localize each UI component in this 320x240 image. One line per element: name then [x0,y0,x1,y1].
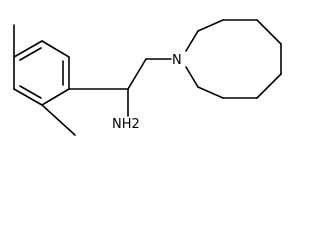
azocane-ring [185,19,282,99]
ring-bond-6-inner [19,47,42,61]
azocane-bond-2 [197,19,224,32]
azocane-bond-9 [185,66,199,88]
azocane-bond-1 [185,30,199,52]
ring-bond-1 [41,40,70,58]
azocane-bond-4 [256,19,282,45]
methyl-bond-bottom [41,104,76,136]
azocane-bond-8 [197,86,224,99]
ch-to-ch2-bond [127,58,147,90]
ring-bond-3 [41,88,70,106]
azocane-bond-6 [256,73,282,99]
ring-bond-4 [13,88,43,106]
ring-bond-4-inner [19,85,42,99]
molecule-structure: N NH2 [13,19,282,136]
amine-label: NH2 [112,117,140,132]
nitrogen-label: N [172,53,182,68]
benzene-ring [13,40,70,106]
ring-bond-6 [13,40,43,58]
